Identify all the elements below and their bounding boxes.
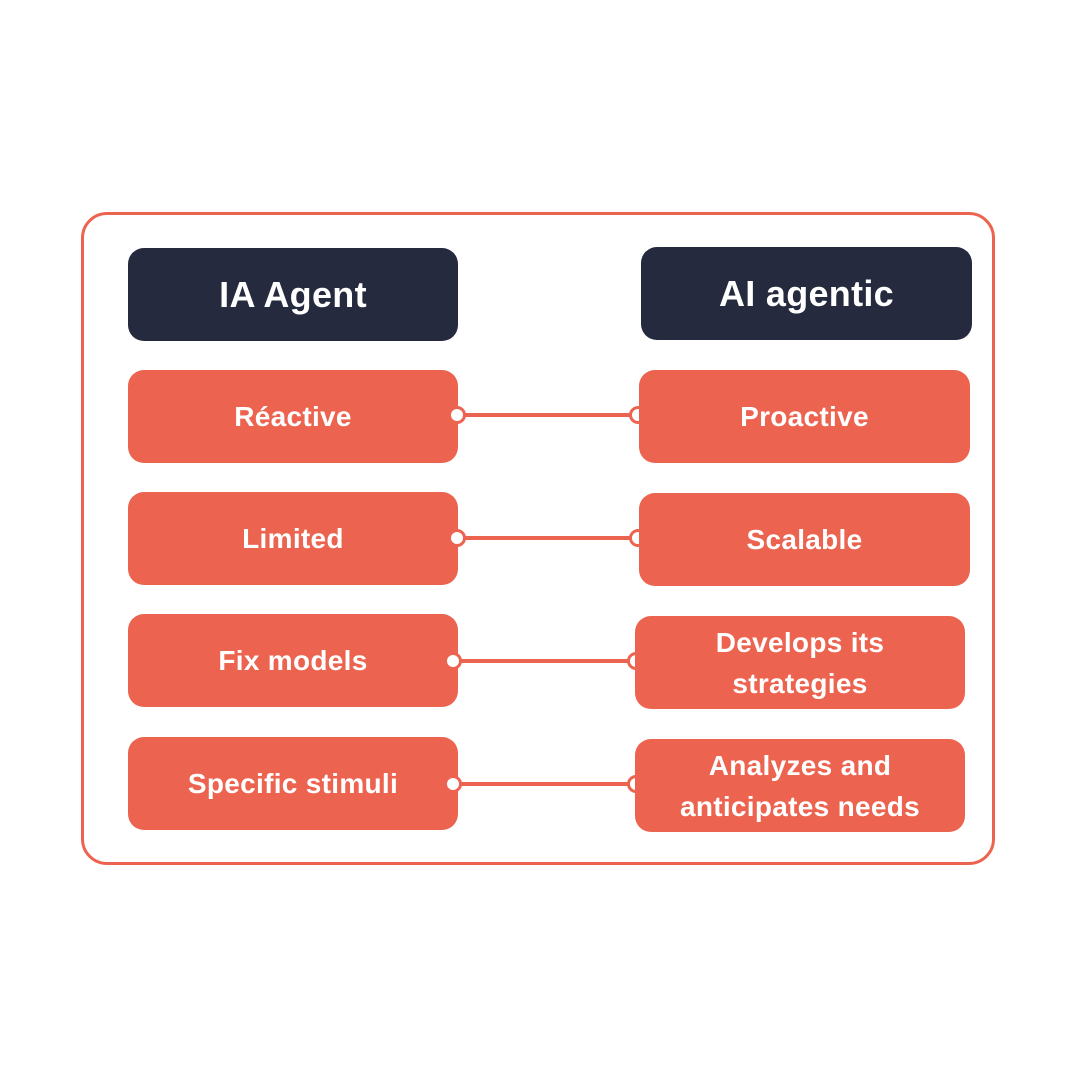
left-item-fix-models: Fix models [128,614,458,707]
left-item-specific-stimuli: Specific stimuli [128,737,458,830]
left-item-limited: Limited [128,492,458,585]
row-2-left-connector-dot [448,529,466,547]
comparison-frame [81,212,995,865]
row-3-connector-line [453,659,636,663]
right-item-analyzes-and-anticipates-needs: Analyzes and anticipates needs [635,739,965,832]
row-2-connector-line [457,536,638,540]
right-column-header: AI agentic [641,247,972,340]
left-item-reactive: Réactive [128,370,458,463]
right-item-develops-its-strategies: Develops its strategies [635,616,965,709]
row-4-connector-line [453,782,636,786]
row-3-left-connector-dot [444,652,462,670]
row-1-connector-line [457,413,638,417]
left-column-header: IA Agent [128,248,458,341]
right-item-proactive: Proactive [639,370,970,463]
right-item-scalable: Scalable [639,493,970,586]
row-1-left-connector-dot [448,406,466,424]
row-4-left-connector-dot [444,775,462,793]
